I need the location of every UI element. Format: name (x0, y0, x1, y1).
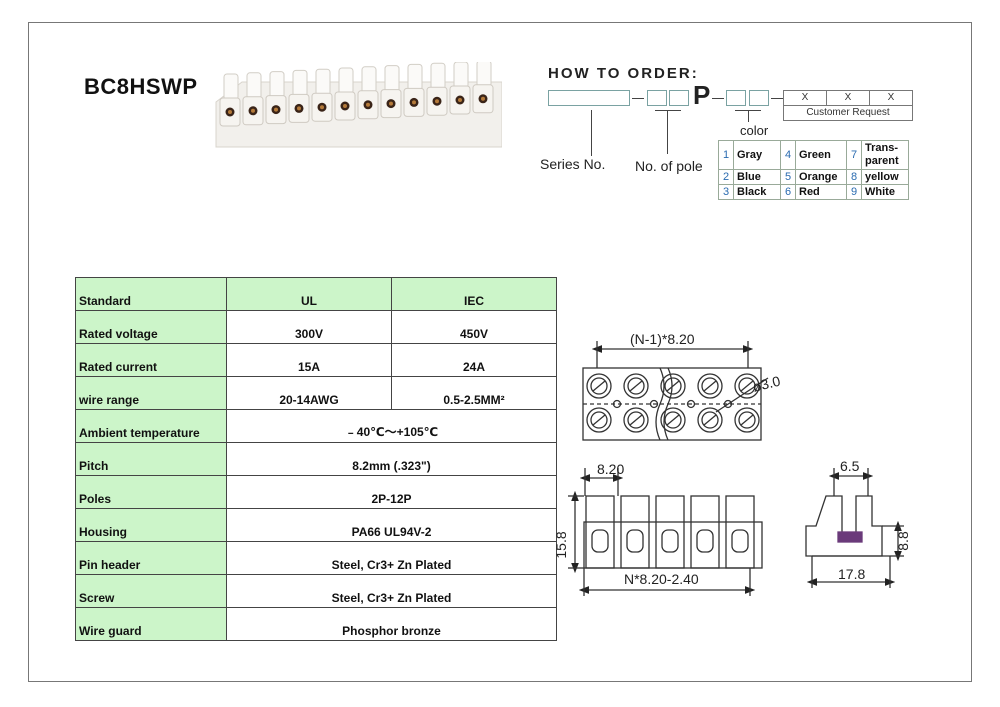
spec-label: Pitch (75, 442, 227, 476)
terminal-post (725, 495, 755, 569)
color-name: Orange (795, 169, 847, 185)
no-of-pole-label: No. of pole (635, 158, 703, 174)
screw-hole (586, 407, 612, 433)
mount-hole (686, 399, 696, 409)
spec-row: wire range 20-14AWG 0.5-2.5MM² (75, 376, 557, 410)
terminal-post (585, 495, 615, 569)
spec-row: Poles 2P-12P (75, 475, 557, 509)
screw-hole (734, 407, 760, 433)
spec-iec-header: IEC (391, 277, 557, 311)
pole-box-2 (669, 90, 689, 106)
side-top-dim-text: 6.5 (840, 458, 860, 474)
spec-label: Housing (75, 508, 227, 542)
leader-line (655, 110, 681, 111)
color-name: Trans- parent (861, 140, 909, 170)
spec-value: Steel, Cr3+ Zn Plated (226, 541, 557, 575)
how-to-order-title: HOW TO ORDER: (548, 65, 699, 82)
pitch-dim-text: 8.20 (597, 461, 624, 477)
top-dim-text: (N-1)*8.20 (630, 331, 695, 347)
mount-hole (612, 399, 622, 409)
leader-line (748, 110, 749, 122)
color-label: color (740, 123, 769, 138)
customer-mark: X (827, 91, 870, 105)
spec-header-row: Standard UL IEC (75, 277, 557, 311)
customer-mark: X (784, 91, 827, 105)
pole-box-1 (647, 90, 667, 106)
spec-row: Pitch 8.2mm (.323") (75, 442, 557, 476)
spec-ul-value: 15A (226, 343, 392, 377)
dash (632, 98, 644, 99)
terminal-pole (426, 62, 448, 116)
terminal-pole (380, 65, 402, 119)
product-model-title: BC8HSWP (84, 74, 198, 99)
screw-hole (623, 373, 649, 399)
p-char: P (693, 80, 711, 110)
spec-label: Rated current (75, 343, 227, 377)
terminal-pole (219, 73, 241, 127)
spec-label: Pin header (75, 541, 227, 575)
terminal-pole (403, 63, 425, 117)
customer-request-box: X X X Customer Request (783, 90, 913, 121)
color-name: White (861, 184, 909, 200)
color-row: 3 Black 6 Red 9 White (718, 184, 909, 200)
page-frame (28, 22, 972, 682)
terminal-pole (472, 62, 494, 114)
bottom-dim-text: N*8.20-2.40 (624, 571, 699, 587)
spec-value: 2P-12P (226, 475, 557, 509)
leader-line (591, 110, 592, 156)
terminal-post (690, 495, 720, 569)
series-no-label: Series No. (540, 156, 606, 172)
top-view-drawing (582, 341, 769, 441)
side-view-drawing (805, 468, 904, 588)
mount-hole (649, 399, 659, 409)
spec-row: Wire guard Phosphor bronze (75, 607, 557, 641)
leader-line (735, 110, 761, 111)
terminal-pole (265, 71, 287, 125)
side-width-dim-text: 17.8 (838, 566, 865, 582)
hole-dim-text: ø3.0 (751, 373, 782, 395)
color-code-table: 1 Gray 4 Green 7 Trans- parent 2 Blue 5 … (718, 140, 909, 200)
spec-value: ﹣40℃～+105℃ (226, 409, 557, 443)
dash (712, 98, 724, 99)
terminal-pole (334, 67, 356, 121)
screw-hole (660, 373, 686, 399)
leader-line (667, 110, 668, 154)
spec-row: Housing PA66 UL94V-2 (75, 508, 557, 542)
spec-row: Ambient temperature ﹣40℃～+105℃ (75, 409, 557, 443)
spec-label: Poles (75, 475, 227, 509)
front-view-drawing (568, 468, 763, 596)
spec-row: Pin header Steel, Cr3+ Zn Plated (75, 541, 557, 575)
dash (771, 98, 783, 99)
customer-mark: X (887, 92, 895, 103)
spec-ul-value: 20-14AWG (226, 376, 392, 410)
screw-hole (697, 407, 723, 433)
screw-hole (660, 407, 686, 433)
terminal-pole (357, 66, 379, 120)
terminal-strip-photo (215, 62, 502, 148)
spec-label: Wire guard (75, 607, 227, 641)
spec-label: Screw (75, 574, 227, 608)
terminal-pole (288, 69, 310, 123)
spec-value: Phosphor bronze (226, 607, 557, 641)
spec-ul-header: UL (226, 277, 392, 311)
series-box (548, 90, 630, 106)
terminal-pole (449, 62, 471, 115)
screw-hole (623, 407, 649, 433)
color-box-1 (726, 90, 746, 106)
side-height-dim-text: 8.8 (895, 531, 911, 551)
spec-table: Standard UL IEC Rated voltage 300V 450V … (75, 277, 557, 641)
customer-request-label: Customer Request (784, 105, 912, 120)
mount-hole (723, 399, 733, 409)
height-dim-text: 15.8 (553, 531, 569, 558)
color-box-2 (749, 90, 769, 106)
screw-hole (697, 373, 723, 399)
screw-hole (734, 373, 760, 399)
terminal-post (620, 495, 650, 569)
screw-hole (586, 373, 612, 399)
terminal-pole (311, 68, 333, 122)
terminal-post (655, 495, 685, 569)
terminal-pole (242, 72, 264, 126)
